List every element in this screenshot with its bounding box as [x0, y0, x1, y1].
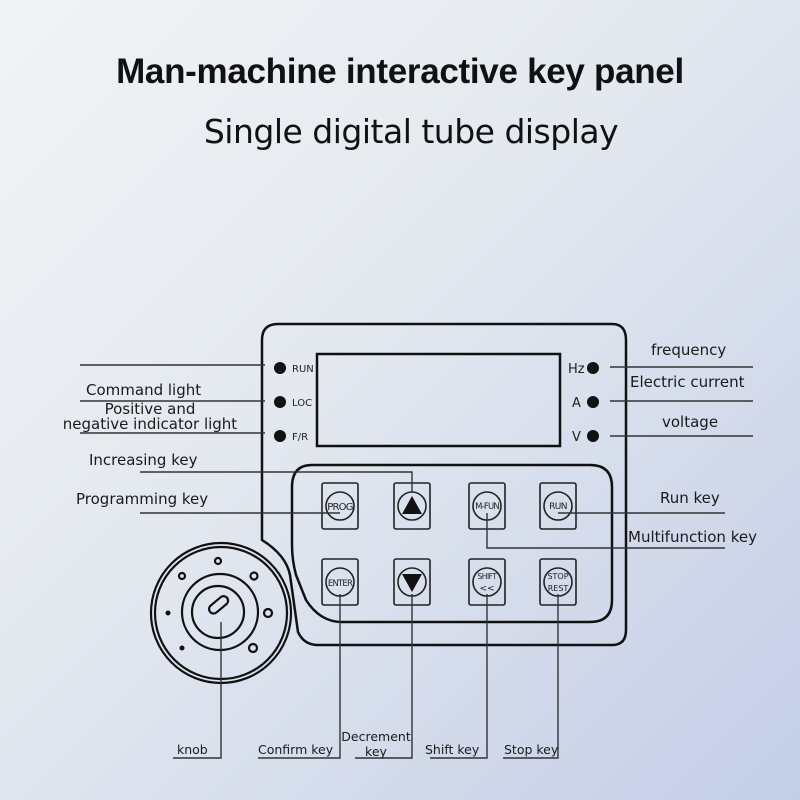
decrement-key-label-line1: Decrement: [341, 729, 411, 744]
knob-middle-ring: [180, 572, 260, 652]
fr-light-label-line1: Positive and: [104, 400, 196, 418]
shift-key-arrows: <<: [479, 584, 494, 594]
frequency-label: frequency: [651, 341, 727, 359]
callout-line-confirm-key: [258, 594, 341, 759]
enter-key-label: ENTER: [328, 579, 353, 589]
multifunction-key-label: Multifunction key: [628, 528, 757, 546]
page-title: Man-machine interactive key panel: [116, 52, 684, 91]
command-light-label: Command light: [86, 381, 202, 399]
down-arrow-icon: [402, 574, 422, 592]
prog-key: [325, 491, 355, 521]
fr-indicator-label: F/R: [292, 432, 308, 443]
panel-outline: [260, 322, 628, 647]
confirm-key-label: Confirm key: [258, 742, 334, 757]
run-indicator-dot: [274, 362, 286, 374]
callout-line-increasing-key: [140, 471, 413, 492]
fr-light-label-line2: negative indicator light: [62, 415, 238, 433]
run-key-callout-label: Run key: [660, 489, 720, 507]
knob-pointer: [207, 595, 230, 615]
programming-key-label: Programming key: [76, 490, 209, 508]
shift-key-label: SHIFT: [478, 572, 498, 581]
knob-mark: [262, 607, 274, 619]
shift-key-label: Shift key: [425, 742, 480, 757]
loc-indicator-dot: [274, 396, 286, 408]
hz-indicator-label: Hz: [568, 362, 585, 377]
knob-dial: [190, 584, 246, 640]
callout-line-multifunction-key: [486, 513, 725, 549]
prog-key-label: PROG: [327, 502, 352, 513]
callout-line-stop-key: [503, 594, 559, 759]
callout-line-knob: [173, 622, 222, 759]
mfun-key-label: M-FUN: [475, 502, 499, 512]
a-indicator-dot: [587, 396, 599, 408]
knob-mark: [177, 571, 187, 581]
keypad-outline: [290, 463, 614, 624]
prog-key-frame: [321, 482, 359, 530]
run-indicator-label: RUN: [292, 364, 314, 375]
a-indicator-label: A: [572, 396, 581, 411]
knob-mark: [249, 571, 259, 581]
stop-key-callout-label: Stop key: [504, 742, 559, 757]
hz-indicator-dot: [587, 362, 599, 374]
run-key-frame: [539, 482, 577, 530]
display-screen: [315, 352, 562, 448]
v-indicator-dot: [587, 430, 599, 442]
knob-label: knob: [177, 742, 208, 757]
voltage-label: voltage: [662, 413, 719, 431]
page-subtitle: Single digital tube display: [203, 112, 619, 151]
run-key: [543, 491, 573, 521]
callout-line-shift-key: [430, 594, 488, 759]
loc-indicator-label: LOC: [292, 398, 312, 409]
stop-key-label: STOP: [547, 572, 568, 581]
knob-mark: [213, 556, 223, 566]
up-arrow-icon: [402, 496, 422, 514]
run-key-label: RUN: [549, 502, 567, 512]
electric-current-label: Electric current: [630, 373, 745, 391]
rest-key-label: REST: [548, 584, 569, 593]
knob-mark: [179, 645, 185, 651]
fr-indicator-dot: [274, 430, 286, 442]
decrement-key-label-line2: key: [365, 744, 387, 759]
callout-line-decrement-key: [355, 594, 413, 759]
increasing-key-label: Increasing key: [89, 451, 198, 469]
v-indicator-label: V: [572, 430, 581, 445]
knob-mark: [247, 642, 259, 654]
knob-mark: [165, 610, 171, 616]
